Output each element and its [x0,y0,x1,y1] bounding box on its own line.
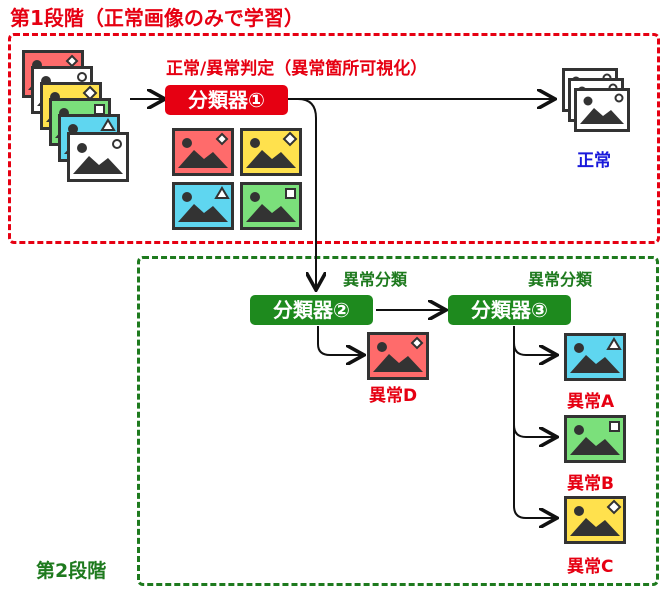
anomaly-a-label: 異常A [567,392,615,412]
anomaly-c-image [564,496,626,544]
stage1-heading: 正常/異常判定（異常箇所可視化） [166,59,428,79]
viz-image-green [240,182,302,230]
classifier2-box: 分類器② [250,295,373,325]
anomaly-b-image [564,415,626,463]
anomaly-c-label: 異常C [567,557,614,577]
arrow-to-anomaly-c [513,326,555,518]
normal-image-front [574,88,630,132]
anomaly-b-label: 異常B [567,474,614,494]
arrow-to-anomaly-d [317,326,362,355]
viz-image-red [172,128,234,176]
classifier1-box: 分類器① [165,85,288,115]
classify-label-1: 異常分類 [343,270,408,289]
stage1-title: 第1段階（正常画像のみで学習） [10,6,304,30]
arrow-to-anomaly-a [513,326,555,355]
arrow-to-classifier2 [297,98,316,288]
stage2-title: 第2段階 [36,560,107,582]
arrow-to-anomaly-b [513,326,555,437]
anomaly-d-image [367,332,429,380]
anomaly-d-label: 異常D [369,386,418,406]
stage2-box [137,256,659,586]
classify-label-2: 異常分類 [528,270,593,289]
stage1-box [8,33,660,244]
stack-image-front [67,132,129,182]
classifier3-box: 分類器③ [448,295,571,325]
normal-label: 正常 [577,151,611,171]
anomaly-a-image [564,333,626,381]
viz-image-cyan [172,182,234,230]
viz-image-yellow [240,128,302,176]
